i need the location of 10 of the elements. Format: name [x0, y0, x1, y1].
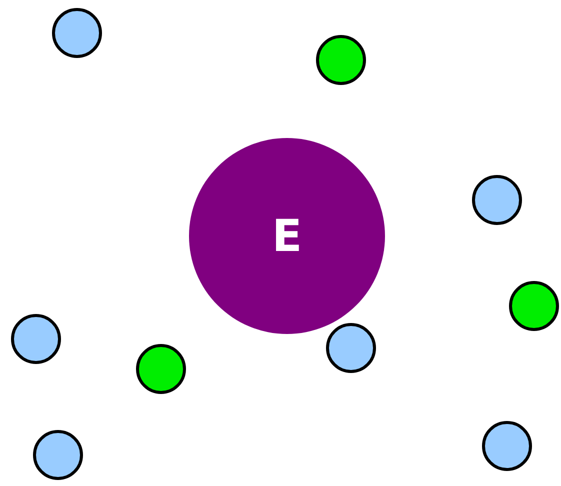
small-circle [33, 430, 83, 480]
small-circle [509, 281, 559, 331]
small-circle [11, 314, 61, 364]
small-circle [136, 344, 186, 394]
small-circle [326, 323, 376, 373]
node-label: E [272, 210, 302, 262]
small-circle [482, 421, 532, 471]
small-circle [52, 8, 102, 58]
small-circle [316, 35, 366, 85]
small-circle [472, 175, 522, 225]
